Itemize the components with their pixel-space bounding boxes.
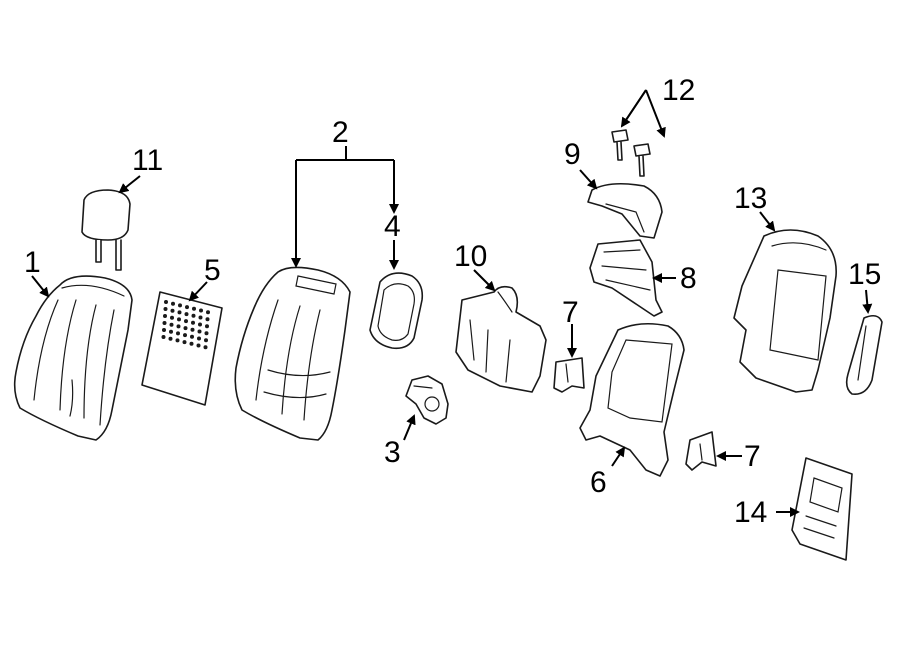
callout-6: 6 (590, 466, 607, 499)
callout-11: 11 (132, 144, 163, 177)
perforation-dot (176, 324, 181, 329)
callout-14: 14 (734, 496, 767, 529)
perforation-dot (183, 326, 188, 331)
motor-bracket-part (405, 375, 449, 425)
callout-7b: 7 (744, 440, 761, 473)
perforation-dot (198, 315, 203, 320)
perforation-dot (162, 328, 166, 332)
bolts-part (611, 129, 651, 177)
perforation-dot (170, 315, 174, 320)
callout-9: 9 (564, 138, 581, 171)
lumbar-support-part (455, 285, 547, 393)
perforation-dot (162, 321, 167, 325)
perforation-dot (185, 305, 189, 310)
perforation-dot (178, 303, 182, 308)
callout-10: 10 (454, 240, 487, 273)
perforation-dot (163, 314, 167, 318)
perforation-dot (203, 345, 208, 350)
perforation-dot (171, 301, 175, 306)
perforation-dot (197, 336, 201, 341)
seat-back-cover-part (13, 275, 133, 441)
perforation-dot (197, 329, 202, 334)
clip-upper-part (553, 357, 585, 393)
callout-4: 4 (384, 210, 401, 243)
callout-2: 2 (332, 116, 349, 149)
clip-lower-part (685, 431, 717, 471)
back-panel-part (733, 229, 837, 393)
perforation-dot (163, 307, 168, 311)
perforation-dot (170, 308, 175, 313)
perforation-dot (205, 324, 209, 329)
frame-bracket-part (589, 239, 663, 317)
perforation-dot (177, 310, 182, 315)
perforation-dot (198, 322, 202, 327)
perforation-dot (161, 335, 166, 339)
callout-12: 12 (662, 74, 695, 107)
map-pocket-panel-part (791, 457, 853, 561)
leader-lines (31, 89, 873, 517)
perforation-dot (176, 331, 180, 336)
heating-pad-part (141, 291, 223, 406)
upper-trim-part (587, 182, 663, 239)
perforation-dot (183, 333, 187, 338)
perforation-dot (168, 336, 173, 341)
perforation-dot (204, 338, 208, 343)
perforation-dot (184, 319, 188, 324)
perforation-dot (191, 313, 196, 318)
perforation-dot (177, 317, 181, 322)
callout-1: 1 (24, 246, 41, 279)
perforation-dot (184, 312, 189, 317)
perforation-dot (169, 322, 174, 327)
callout-3: 3 (384, 436, 401, 469)
lumbar-pad-part (369, 272, 424, 350)
seat-back-cushion-part (234, 266, 351, 441)
perforation-dot (190, 327, 195, 332)
perforation-dot (206, 310, 210, 315)
perforation-dot (192, 306, 196, 311)
perforation-dot (169, 329, 173, 334)
callout-13: 13 (734, 182, 767, 215)
perforation-dot (204, 331, 209, 336)
perforation-dot (205, 317, 210, 322)
callout-5: 5 (204, 254, 221, 287)
perforation-dot (199, 308, 203, 313)
perforation-dot (189, 341, 194, 346)
perforation-dot (182, 340, 187, 345)
callout-15: 15 (848, 258, 881, 291)
perforation-dot (190, 334, 194, 339)
callout-8: 8 (680, 262, 697, 295)
perforation-dot (175, 338, 180, 343)
perforation-dot (191, 320, 195, 325)
perforation-dot (196, 343, 201, 348)
callout-7a: 7 (562, 296, 579, 329)
perforation-dot (164, 300, 168, 304)
headrest-part (81, 189, 131, 271)
seat-back-frame-part (579, 322, 685, 477)
trim-strip-part (845, 314, 883, 396)
